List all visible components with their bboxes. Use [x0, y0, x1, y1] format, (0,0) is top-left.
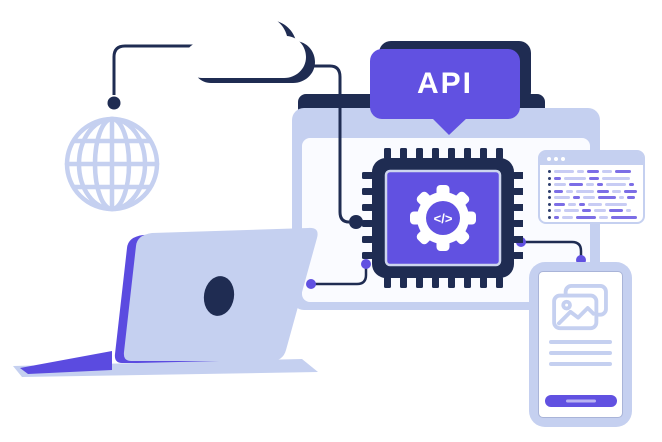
laptop-base	[13, 359, 318, 377]
code-segment	[598, 196, 616, 199]
code-segment	[573, 196, 580, 199]
code-segment	[548, 189, 551, 193]
code-segment	[609, 209, 623, 212]
code-segment	[554, 183, 566, 186]
gear-icon: </>	[410, 185, 476, 251]
globe-connector-dot	[107, 96, 121, 110]
code-segment	[564, 209, 579, 212]
code-segment	[624, 189, 637, 193]
chip-left-dot	[349, 215, 363, 229]
chip-icon: </>	[362, 148, 523, 288]
code-segment	[562, 215, 573, 219]
window-dots-icon	[554, 156, 558, 161]
code-segment	[554, 202, 565, 206]
api-label: API	[416, 67, 473, 100]
code-segment	[611, 215, 637, 219]
code-segment	[554, 170, 574, 173]
code-segment	[619, 196, 624, 199]
code-segment	[587, 170, 599, 173]
laptop-connector-dot	[306, 279, 316, 289]
code-segment	[554, 189, 563, 193]
phone	[529, 262, 632, 427]
bubble-tail	[431, 117, 468, 135]
code-segment	[548, 176, 551, 180]
code-icon: </>	[434, 211, 453, 226]
phone-text-line	[549, 362, 612, 366]
code-segment	[554, 209, 561, 212]
code-segment	[548, 202, 551, 206]
code-segment	[612, 189, 621, 193]
code-segment	[605, 202, 627, 206]
phone-button	[544, 395, 617, 407]
code-segment	[597, 183, 603, 186]
code-segment	[548, 215, 551, 219]
gear-center	[426, 201, 460, 235]
code-segment	[602, 170, 612, 173]
code-segment	[548, 183, 551, 186]
chip-pins	[362, 148, 523, 288]
code-segment	[597, 189, 609, 193]
code-segment	[548, 196, 551, 199]
code-lines	[540, 165, 643, 219]
laptop-base-shadow	[20, 351, 112, 374]
code-segment	[579, 202, 585, 206]
image-placeholder-icon	[551, 284, 608, 331]
code-segment	[554, 176, 561, 180]
code-segment	[582, 209, 591, 212]
phone-text-line	[549, 351, 612, 355]
laptop-logo	[203, 276, 235, 316]
code-snippet-card	[538, 150, 645, 224]
card-header	[540, 152, 643, 165]
code-segment	[569, 183, 583, 186]
window-dots-icon	[547, 156, 551, 161]
cloud-to-chip-line	[298, 64, 350, 224]
phone-screen	[538, 271, 623, 418]
code-segment	[626, 209, 631, 212]
code-segment	[568, 202, 576, 206]
phone-button-bar	[565, 399, 596, 403]
code-segment	[577, 170, 584, 173]
code-segment	[576, 215, 596, 219]
code-segment	[548, 170, 551, 173]
code-segment	[554, 215, 559, 219]
code-segment	[554, 196, 570, 199]
code-segment	[629, 183, 634, 186]
code-segment	[602, 176, 630, 180]
code-segment	[594, 209, 606, 212]
chip-bottom-dot	[361, 259, 371, 269]
phone-text-line	[549, 340, 612, 344]
code-segment	[564, 176, 586, 180]
cloud-icon	[184, 15, 306, 78]
code-segment	[606, 183, 626, 186]
globe-icon	[64, 116, 160, 212]
code-segment	[588, 202, 602, 206]
code-segment	[627, 196, 635, 199]
phone-text-lines	[549, 340, 612, 366]
code-segment	[589, 176, 599, 180]
code-segment	[615, 170, 631, 173]
laptop-to-chip-line	[311, 266, 368, 286]
code-segment	[586, 183, 594, 186]
code-segment	[583, 196, 595, 199]
code-segment	[548, 209, 551, 212]
chip-to-phone-line	[521, 240, 583, 258]
code-segment	[566, 189, 573, 193]
code-segment	[576, 189, 594, 193]
code-segment	[599, 215, 608, 219]
bubble-body	[370, 49, 520, 119]
cloud-to-globe-line	[112, 44, 205, 95]
window-dots-icon	[561, 156, 565, 161]
